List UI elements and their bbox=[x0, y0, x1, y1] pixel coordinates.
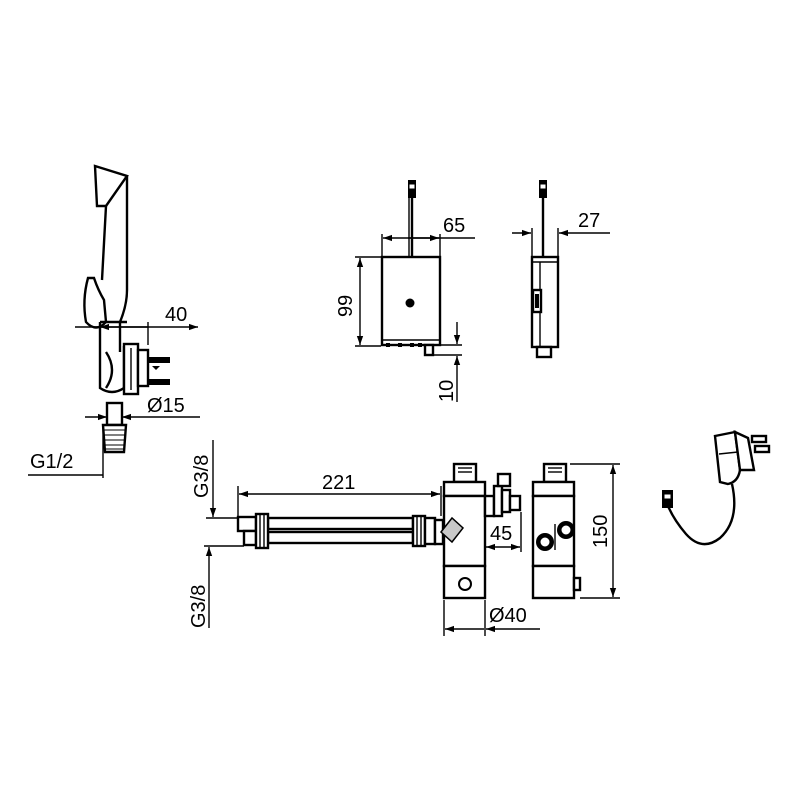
dimension-g3-8-upper: G3/8 bbox=[191, 440, 238, 519]
faucet-tail bbox=[105, 401, 124, 427]
label-diameter-15: Ø15 bbox=[147, 395, 185, 417]
dimension-box-10: 10 bbox=[434, 322, 462, 402]
valve-side-upper bbox=[531, 480, 576, 498]
valve-indicator bbox=[439, 516, 465, 544]
label-65: 65 bbox=[443, 215, 465, 237]
mixing-valve-front: 221 G3/8 G3/8 45 Ø40 bbox=[188, 440, 540, 636]
valve-side-fitting bbox=[483, 472, 522, 518]
dimension-valve-diameter: Ø40 bbox=[443, 600, 540, 636]
valve-side-lower bbox=[531, 564, 576, 600]
dimension-valve-150: 150 bbox=[570, 463, 620, 599]
label-45: 45 bbox=[490, 523, 512, 545]
adapter-prongs bbox=[750, 434, 771, 454]
faucet-thread bbox=[101, 423, 128, 454]
valve-top-cap bbox=[452, 462, 478, 484]
hose-lower bbox=[266, 530, 415, 545]
control-box-front: 65 99 10 bbox=[335, 180, 475, 402]
valve-side-cap bbox=[542, 462, 568, 484]
dimension-faucet-thread: G1/2 bbox=[28, 428, 104, 478]
label-g3-8-lower: G3/8 bbox=[188, 585, 210, 628]
label-150: 150 bbox=[590, 515, 612, 548]
box-terminals bbox=[386, 343, 422, 347]
connection-hoses bbox=[236, 512, 445, 550]
mixing-valve-side: 150 bbox=[531, 462, 620, 600]
valve-side-connectors bbox=[536, 521, 575, 551]
faucet-spout-head bbox=[93, 164, 129, 208]
dimension-box-65: 65 bbox=[381, 215, 475, 256]
label-g1-2: G1/2 bbox=[30, 451, 73, 473]
dimension-faucet-40: 40 bbox=[75, 304, 198, 345]
power-adapter bbox=[662, 429, 771, 546]
label-27: 27 bbox=[578, 210, 600, 232]
valve-upper-body bbox=[442, 480, 487, 498]
label-40: 40 bbox=[165, 304, 187, 326]
control-box-side: 27 bbox=[512, 180, 610, 359]
box-cable bbox=[408, 180, 416, 257]
faucet-lever bbox=[83, 276, 108, 329]
label-99: 99 bbox=[335, 295, 357, 317]
dimension-faucet-diameter: Ø15 bbox=[85, 395, 200, 421]
hose-upper bbox=[266, 516, 415, 531]
dimension-box-27: 27 bbox=[512, 210, 610, 256]
label-g3-8-upper: G3/8 bbox=[191, 455, 213, 498]
valve-outlet bbox=[458, 577, 472, 591]
box-sensor-dot bbox=[405, 298, 415, 308]
dimension-hose-221: 221 bbox=[237, 472, 442, 516]
faucet-side-view: 40 Ø15 G1/2 bbox=[28, 164, 200, 478]
adapter-cable bbox=[666, 483, 736, 546]
label-221: 221 bbox=[322, 472, 355, 494]
label-diameter-40: Ø40 bbox=[489, 605, 527, 627]
dimension-g3-8-lower: G3/8 bbox=[188, 545, 244, 628]
label-10: 10 bbox=[436, 380, 458, 402]
dimension-valve-45: 45 bbox=[484, 512, 522, 552]
adapter-connector bbox=[662, 490, 673, 508]
dimension-box-99: 99 bbox=[335, 256, 381, 347]
box-side-cable bbox=[539, 180, 547, 257]
faucet-inlet-connectors bbox=[136, 348, 170, 388]
